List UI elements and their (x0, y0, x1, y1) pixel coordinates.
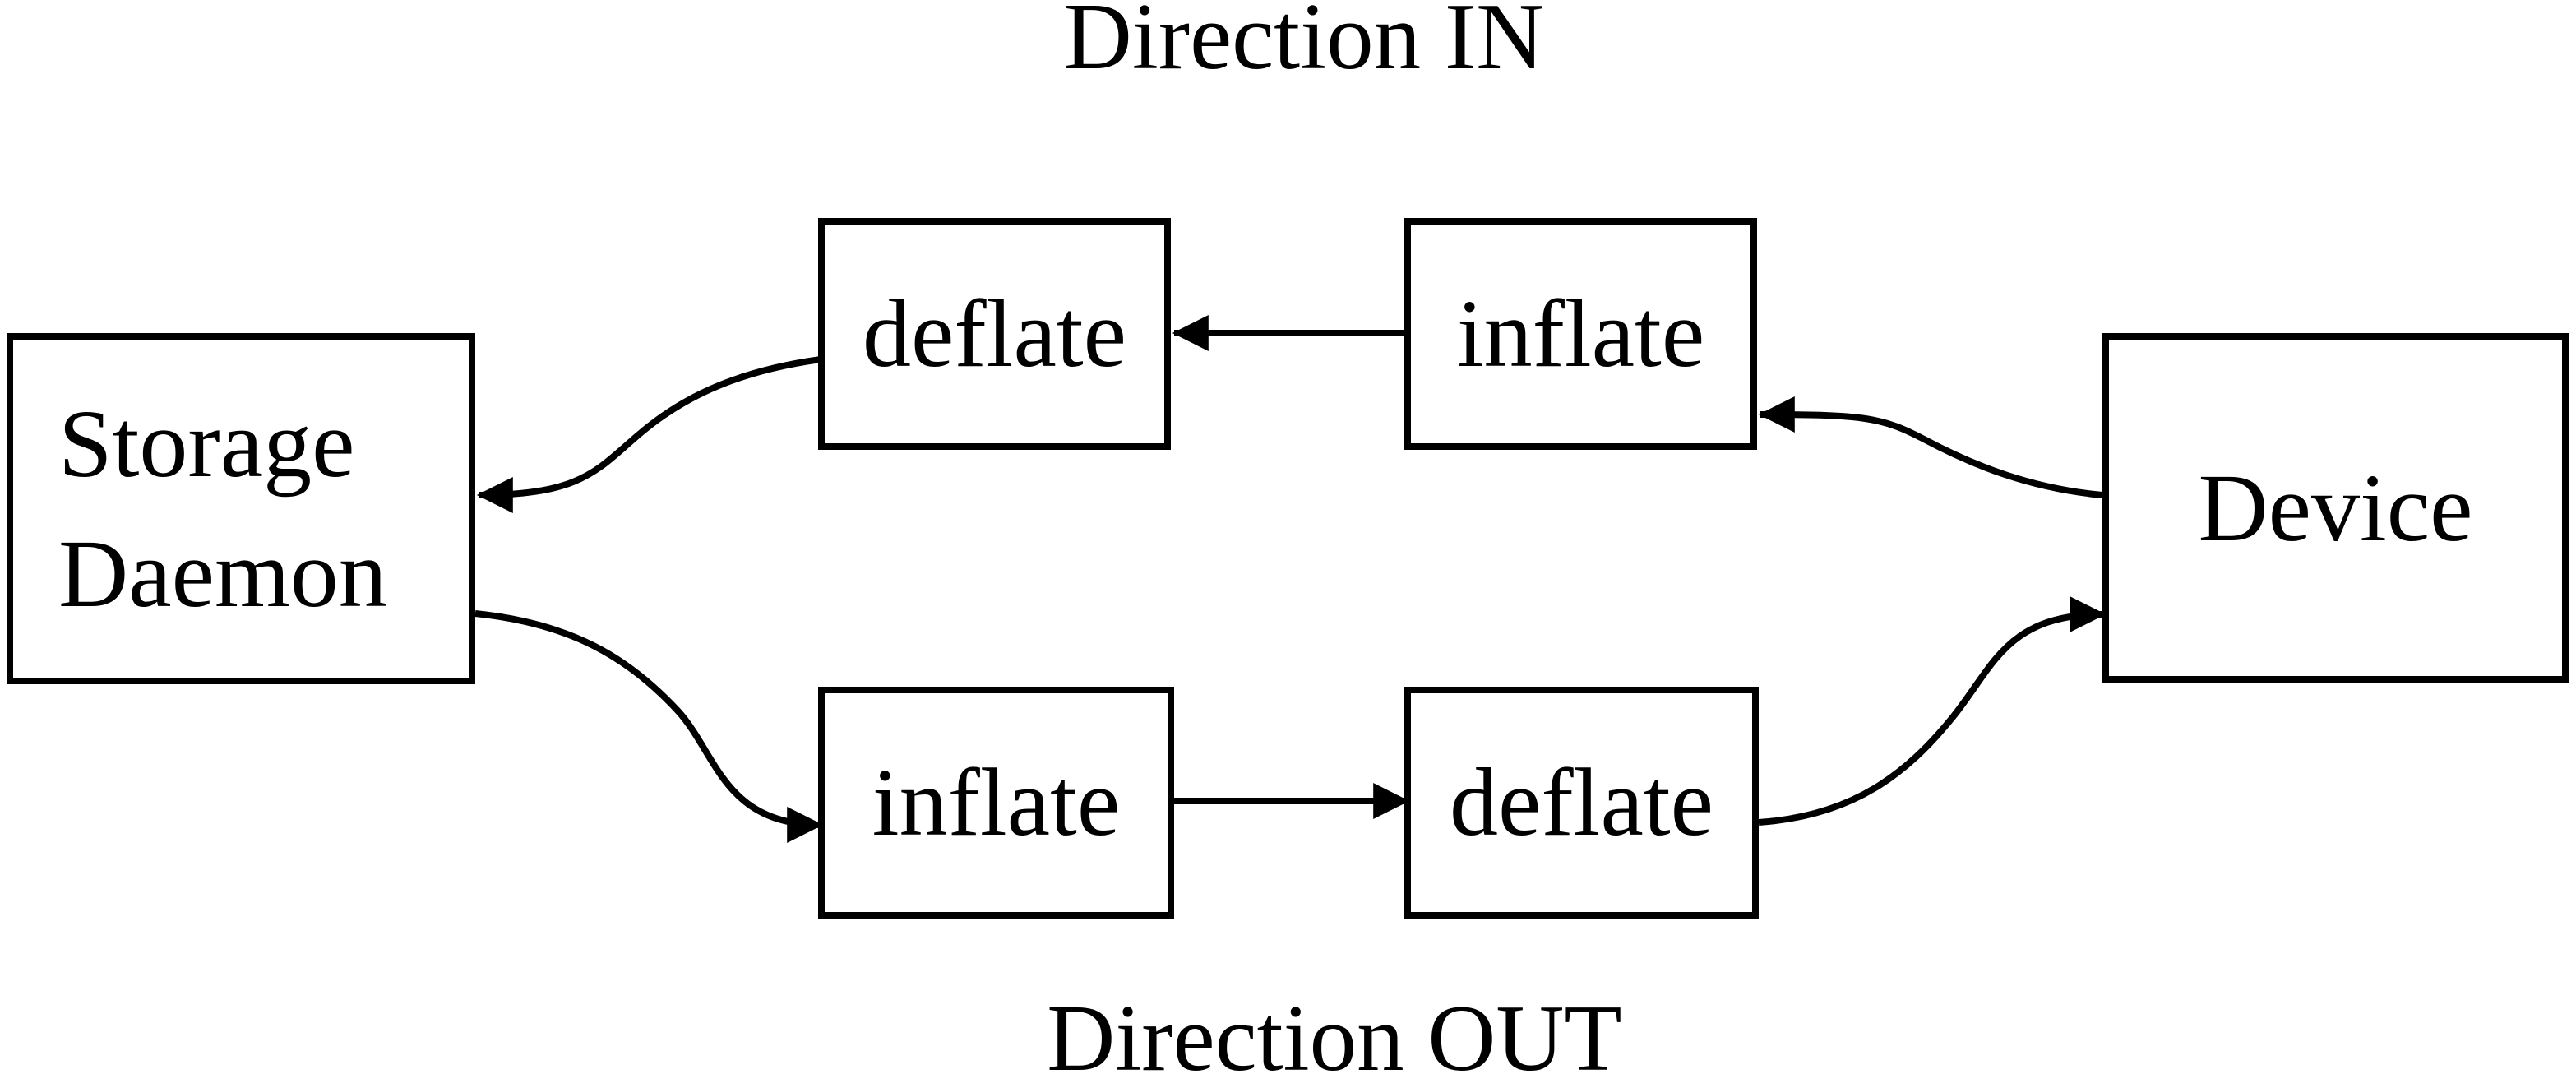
node-inflate-out: inflate (818, 687, 1174, 919)
direction-out-label: Direction OUT (1047, 986, 1622, 1088)
storage-daemon-line1: Storage (58, 389, 355, 498)
direction-in-label: Direction IN (1063, 0, 1545, 89)
inflate-out-label: inflate (872, 748, 1121, 856)
edge-storage-daemon-to-inflate-out (474, 610, 824, 843)
edge-device-to-inflate-in (1758, 396, 2103, 498)
edge-deflate-out-to-device (1758, 596, 2107, 826)
node-inflate-in: inflate (1404, 218, 1757, 450)
node-deflate-in: deflate (818, 218, 1171, 450)
node-device: Device (2102, 333, 2569, 683)
device-label: Device (2198, 453, 2473, 562)
deflate-in-label: deflate (863, 280, 1126, 387)
storage-daemon-line2: Daemon (58, 519, 387, 627)
deflate-out-label: deflate (1450, 748, 1713, 856)
node-storage-daemon: Storage Daemon (7, 333, 475, 684)
edge-deflate-in-to-storage-daemon (476, 356, 821, 513)
inflate-in-label: inflate (1456, 280, 1705, 387)
node-deflate-out: deflate (1404, 687, 1759, 919)
